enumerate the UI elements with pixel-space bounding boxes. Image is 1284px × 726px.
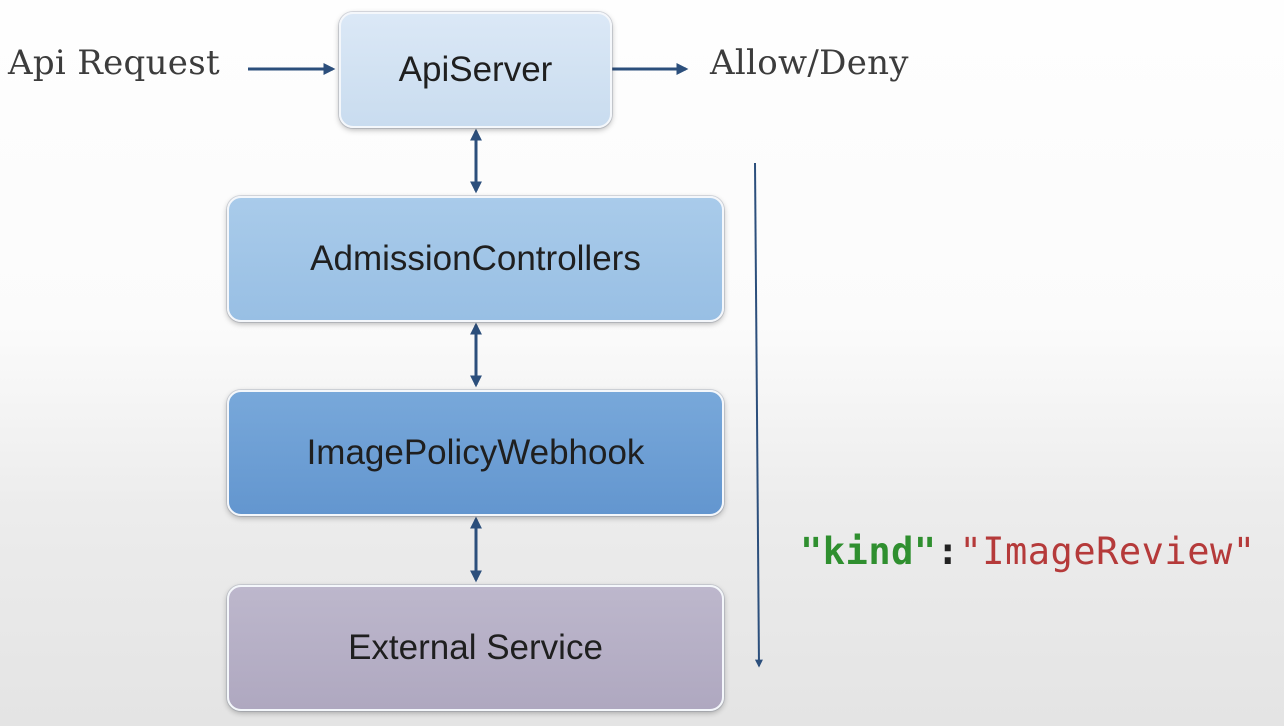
flow-down-arrow <box>754 162 763 668</box>
allow-deny-label: Allow/Deny <box>710 43 909 83</box>
external-service-box: External Service <box>227 585 724 711</box>
kind-key: "kind" <box>800 530 937 573</box>
kind-colon: : <box>936 530 960 573</box>
apiserver-box: ApiServer <box>339 12 612 128</box>
admission-controllers-box: AdmissionControllers <box>227 196 724 322</box>
kind-image-review-snippet: "kind":"ImageReview" <box>800 530 1256 573</box>
kind-value: "ImageReview" <box>959 530 1256 573</box>
api-request-label: Api Request <box>8 43 220 83</box>
image-policy-webhook-box: ImagePolicyWebhook <box>227 390 724 516</box>
